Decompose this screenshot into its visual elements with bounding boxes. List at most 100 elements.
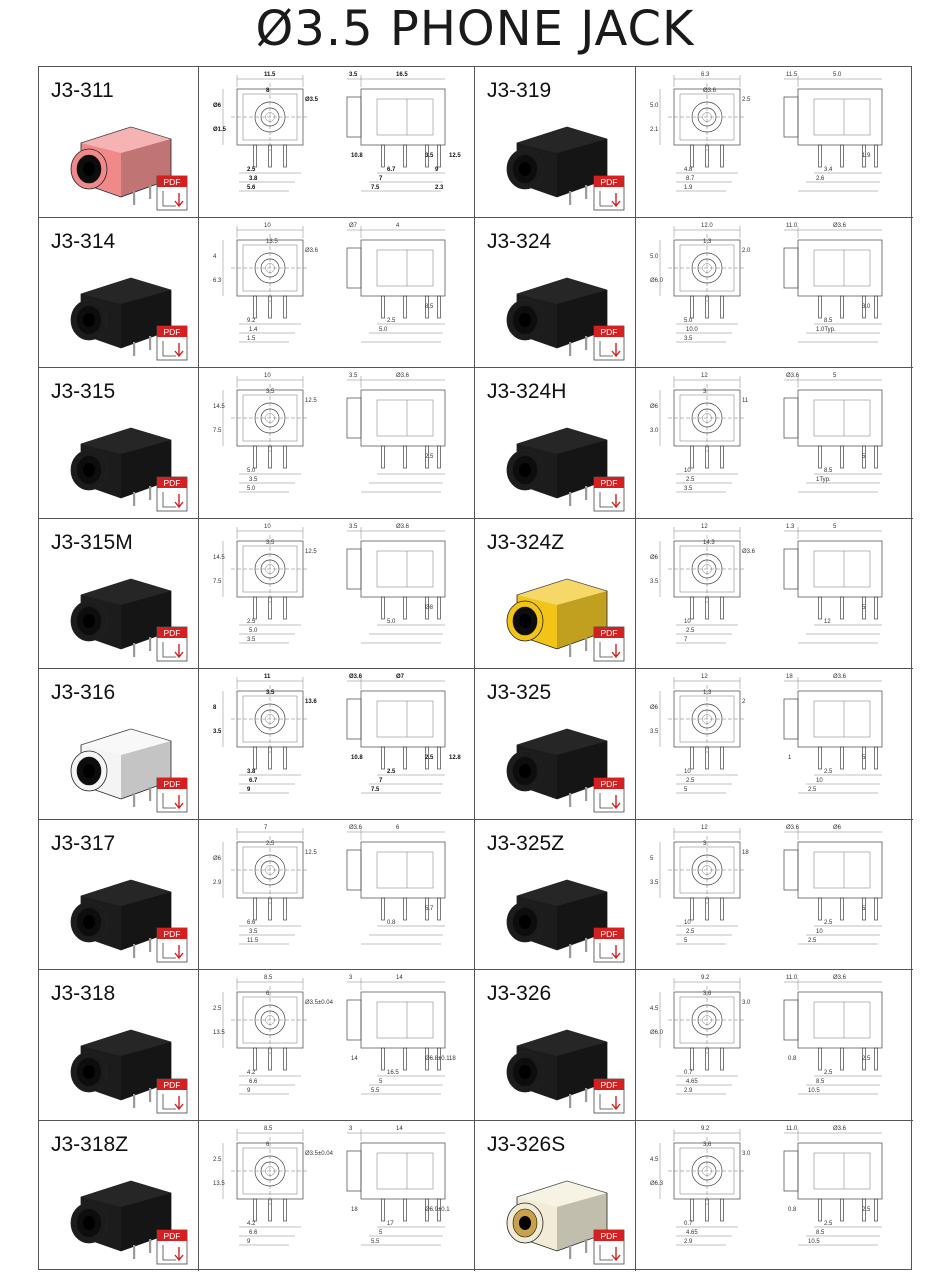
dimension-label: Ø7 — [396, 674, 405, 680]
pdf-download-icon[interactable]: PDF — [156, 1229, 188, 1265]
dimension-label: 9 — [247, 1239, 251, 1245]
dimension-label: Ø6.8±0.1 — [425, 1056, 450, 1062]
dimension-label: 3 — [349, 975, 353, 981]
dimension-label: 0.7 — [684, 1070, 693, 1076]
pdf-download-icon[interactable]: PDF — [156, 1078, 188, 1114]
pdf-download-icon[interactable]: PDF — [593, 325, 625, 361]
pdf-label: PDF — [164, 478, 181, 488]
dimension-label: 13.5 — [266, 239, 278, 245]
dimension-label: 13.6 — [305, 699, 317, 705]
dimension-label: 3.4 — [824, 167, 833, 173]
dimension-label: 4 — [396, 223, 400, 229]
dimension-label: 12.5 — [305, 398, 317, 404]
dimension-label: Ø3.6 — [742, 549, 756, 555]
dimension-label: 5.6 — [247, 185, 256, 191]
dimension-label: 9 — [247, 787, 251, 793]
dimension-label: 18 — [786, 674, 793, 680]
pdf-download-icon[interactable]: PDF — [593, 175, 625, 211]
product-cell: J3-325Z PDF — [475, 819, 636, 970]
pdf-download-icon[interactable]: PDF — [156, 777, 188, 813]
pdf-download-icon[interactable]: PDF — [156, 476, 188, 512]
dimension-label: 4.5 — [650, 1006, 659, 1012]
dimension-label: 8.5 — [264, 975, 273, 981]
dimension-label: 3.0 — [862, 304, 871, 310]
dimension-label: 5 — [379, 1230, 383, 1236]
dimension-label: 10 — [264, 223, 271, 229]
dimension-label: 8.5 — [264, 1126, 273, 1132]
part-number: J3-314 — [51, 229, 116, 253]
pdf-download-icon[interactable]: PDF — [593, 626, 625, 662]
dimension-label: 12.5 — [449, 153, 461, 159]
dimension-label: 0.8 — [788, 1207, 797, 1213]
dimension-label: 8.5 — [425, 304, 434, 310]
dimension-label: 11 — [264, 674, 271, 680]
pdf-label: PDF — [601, 628, 618, 638]
part-number: J3-325 — [487, 681, 552, 704]
dimension-label: 14.3 — [703, 540, 715, 546]
dimension-label: 5.7 — [425, 906, 434, 912]
pdf-download-icon[interactable]: PDF — [156, 175, 188, 211]
pdf-download-icon[interactable]: PDF — [593, 476, 625, 512]
dimension-label: 11.0 — [786, 975, 798, 981]
dimension-label: 2.5 — [686, 778, 695, 784]
dimension-label: 5 — [833, 524, 837, 530]
dimension-label: 7 — [264, 825, 268, 831]
pdf-download-icon[interactable]: PDF — [593, 777, 625, 813]
dimension-label: 3 — [703, 389, 707, 395]
pdf-download-icon[interactable]: PDF — [593, 927, 625, 963]
dimension-label: Ø3.6 — [349, 825, 363, 831]
dimension-label: Ø8 — [425, 605, 434, 611]
dimension-label: 5.5 — [371, 1239, 380, 1245]
dimension-label: 3.5 — [349, 524, 358, 530]
dimension-label: 11.5 — [247, 938, 259, 944]
dimension-label: 3.5 — [249, 929, 258, 935]
part-number: J3-319 — [487, 79, 552, 102]
pdf-label: PDF — [601, 779, 618, 789]
dimension-label: Ø6.0 — [650, 1030, 664, 1036]
dimension-label: Ø3.5±0.04 — [305, 1151, 334, 1157]
dimension-label: Ø3.6 — [786, 373, 800, 379]
dimension-label: 3.8 — [247, 769, 256, 775]
dimension-label: 11 — [742, 398, 749, 404]
dimension-label: 7 — [379, 778, 383, 784]
dimension-label: 8.5 — [824, 318, 833, 324]
dimension-label: 3.5 — [349, 72, 358, 78]
dimension-label: 6.6 — [247, 920, 256, 926]
pdf-label: PDF — [601, 177, 618, 187]
dimension-label: 2.5 — [808, 938, 817, 944]
dimension-label: 2.0 — [742, 248, 751, 254]
pdf-download-icon[interactable]: PDF — [156, 325, 188, 361]
pdf-download-icon[interactable]: PDF — [156, 927, 188, 963]
dimension-label: Ø6.3 — [650, 1181, 664, 1187]
pdf-download-icon[interactable]: PDF — [156, 626, 188, 662]
dimension-label: 11.5 — [786, 72, 798, 78]
dimension-label: 5 — [833, 373, 837, 379]
pdf-download-icon[interactable]: PDF — [593, 1229, 625, 1265]
dimension-label: 9 — [435, 167, 439, 173]
part-number: J3-325Z — [487, 831, 565, 855]
dimension-label: 3.5 — [247, 637, 256, 643]
dimension-label: 2.5 — [862, 1207, 871, 1213]
dimension-label: 2.5 — [824, 1221, 833, 1227]
pdf-label: PDF — [164, 1231, 181, 1241]
dimension-label: 6 — [396, 825, 400, 831]
dimension-label: 0.8 — [387, 920, 396, 926]
dimension-label: 14 — [351, 1056, 358, 1062]
dimension-label: 3.5 — [650, 729, 659, 735]
dimension-label: 4.5 — [650, 1157, 659, 1163]
dimension-label: 8 — [213, 705, 217, 711]
pdf-download-icon[interactable]: PDF — [593, 1078, 625, 1114]
jack-photo — [70, 1029, 172, 1108]
